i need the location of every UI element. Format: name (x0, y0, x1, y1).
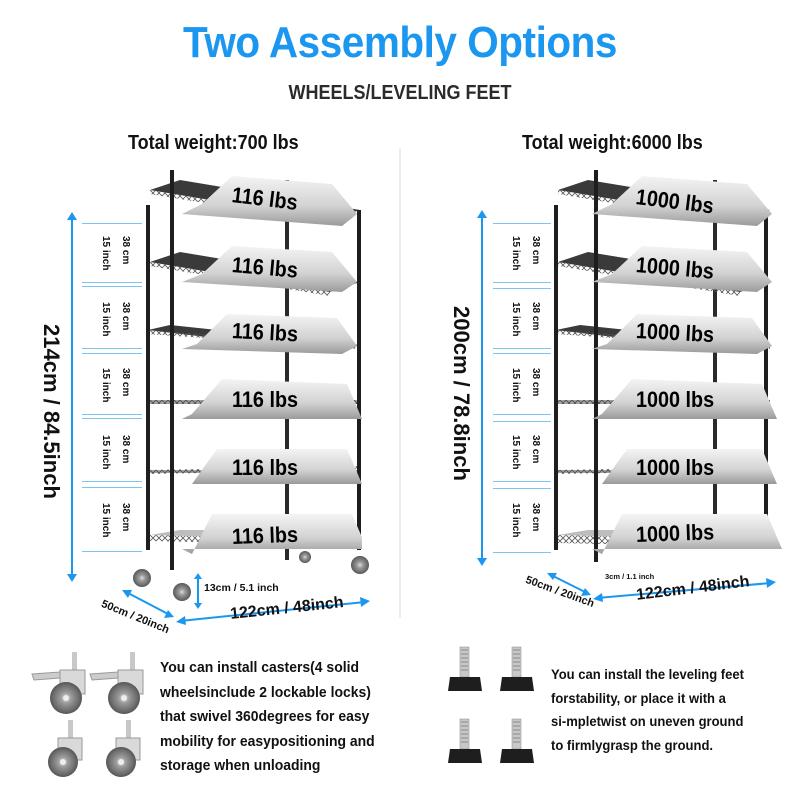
left-shelf-load-4: 116 lbs (232, 387, 299, 412)
right-shelf-load-5: 1000 lbs (636, 455, 715, 480)
left-spacing-cm-5: 38 cm (120, 503, 131, 532)
right-spacing-inch-4: 15 inch (510, 435, 521, 470)
right-spacing-cm-1: 38 cm (530, 236, 541, 265)
left-spacing-inch-2: 15 inch (100, 302, 111, 337)
left-spacing-inch-3: 15 inch (100, 368, 111, 403)
right-spacing-cm-4: 38 cm (530, 435, 541, 464)
right-spacing-inch-1: 15 inch (510, 236, 521, 271)
right-spacing-inch-2: 15 inch (510, 302, 521, 337)
left-spacing-cm-2: 38 cm (120, 302, 131, 331)
right-spacing-cm-2: 38 cm (530, 302, 541, 331)
left-shelf-load-6: 116 lbs (231, 521, 299, 549)
leveling-feet-description-line-1: You can install the leveling feet (551, 666, 744, 682)
leveling-feet-icon (448, 646, 534, 763)
left-ground-clearance: 13cm / 5.1 inch (204, 582, 279, 594)
right-load-boxes (592, 176, 782, 554)
right-spacing-inch-5: 15 inch (510, 503, 521, 538)
left-spacing-inch-1: 15 inch (100, 236, 111, 271)
casters-description-line-4: mobility for easypositioning and (160, 732, 375, 750)
left-spacing-cm-4: 38 cm (120, 435, 131, 464)
right-footprint-arrows-icon (547, 573, 776, 602)
casters-description-line-3: that swivel 360degrees for easy (160, 708, 370, 725)
left-clearance-arrow-icon (194, 573, 202, 609)
left-spacing-inch-5: 15 inch (100, 503, 111, 538)
page-subtitle: WHEELS/LEVELING FEET (288, 82, 512, 104)
casters-description-line-5: storage when unloading (160, 757, 321, 774)
right-shelf-load-4: 1000 lbs (636, 387, 715, 412)
left-total-weight: Total weight:700 lbs (128, 132, 299, 154)
leveling-feet-description-line-4: to firmlygrasp the ground. (551, 736, 714, 753)
right-height-arrow-icon (477, 210, 487, 566)
left-spacing-cm-1: 38 cm (120, 236, 131, 265)
left-shelf-load-3: 116 lbs (231, 318, 299, 347)
casters-description-line-1: You can install casters(4 solid (160, 659, 359, 676)
panel-divider (399, 148, 401, 618)
right-height-label: 200cm / 78.8inch (449, 306, 474, 481)
right-spacing-cm-5: 38 cm (530, 503, 541, 532)
left-shelf-load-5: 116 lbs (232, 455, 299, 480)
casters-description-line-2: wheelsinclude 2 lockable locks) (160, 683, 371, 701)
leveling-feet-description: You can install the leveling feet forsta… (551, 663, 758, 757)
casters-description: You can install casters(4 solid wheelsin… (160, 656, 391, 779)
page-title: Two Assembly Options (183, 18, 617, 67)
leveling-feet-description-line-3: si-mpletwist on uneven ground (551, 713, 744, 729)
right-ground-clearance: 3cm / 1.1 inch (605, 572, 655, 581)
left-footprint-arrows-icon (122, 590, 370, 625)
right-shelf-load-3: 1000 lbs (635, 318, 715, 348)
leveling-feet-description-line-2: forstability, or place it with a (551, 689, 726, 706)
right-total-weight: Total weight:6000 lbs (522, 132, 703, 154)
caster-wheels-icon (31, 652, 144, 777)
left-height-label: 214cm / 84.5inch (39, 324, 64, 499)
left-spacing-inch-4: 15 inch (100, 435, 111, 470)
right-spacing-inch-3: 15 inch (510, 368, 521, 403)
left-spacing-cm-3: 38 cm (120, 368, 131, 397)
left-height-arrow-icon (67, 212, 77, 582)
left-load-boxes (182, 176, 362, 554)
right-spacing-cm-3: 38 cm (530, 368, 541, 397)
right-shelf-load-6: 1000 lbs (635, 519, 715, 547)
